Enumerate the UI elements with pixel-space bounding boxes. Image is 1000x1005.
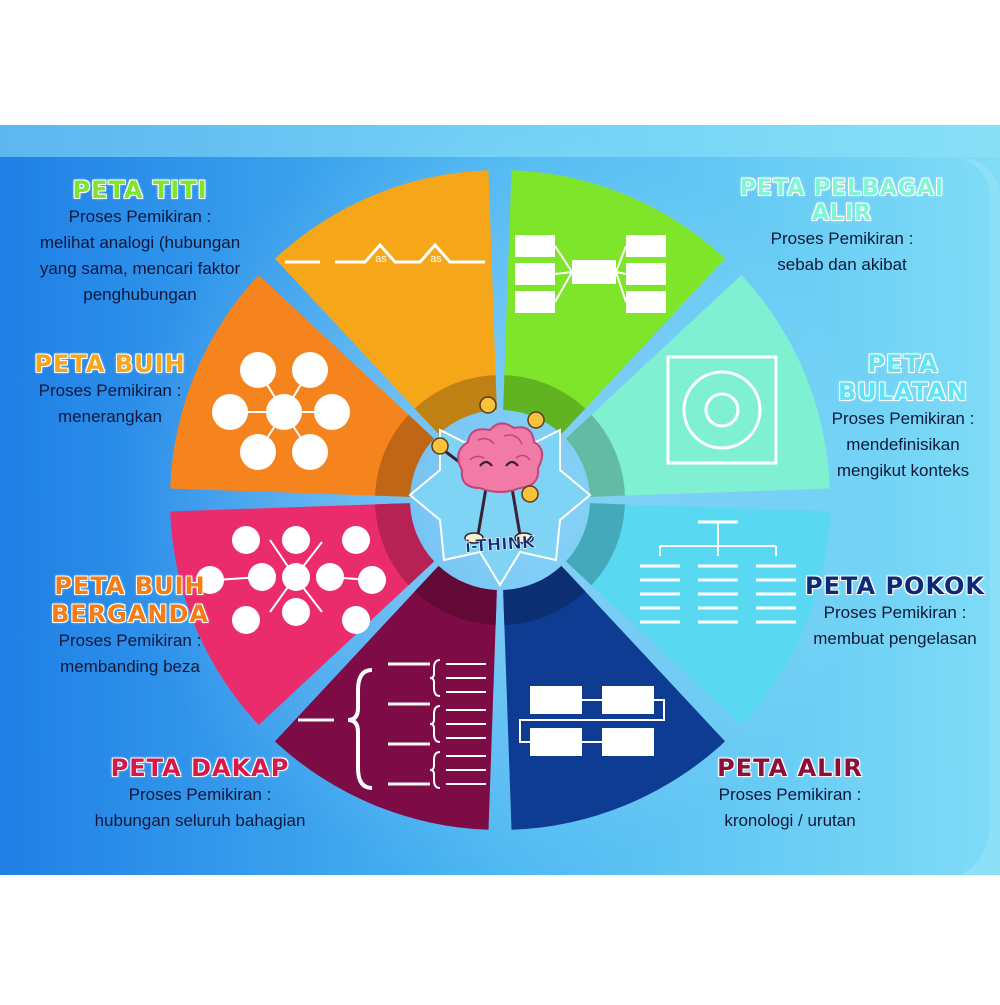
title-peta-buih-berganda-2: BERGANDA <box>50 600 210 628</box>
segment-inner-titi <box>503 375 586 435</box>
subtitle-peta-dakap: Proses Pemikiran : <box>128 785 272 804</box>
title-peta-dakap: PETA DAKAP <box>110 754 290 782</box>
subtitle-peta-bulatan: Proses Pemikiran : <box>831 409 975 428</box>
tree-map-icon <box>640 520 796 624</box>
label-peta-pokok: PETA POKOK Proses Pemikiran : membuat pe… <box>790 572 1000 652</box>
title-peta-alir: PETA ALIR <box>717 754 863 782</box>
title-peta-pelbagai-alir: PETA PELBAGAI ALIR <box>739 176 945 226</box>
label-peta-bulatan: PETA BULATAN Proses Pemikiran : mendefin… <box>808 350 998 484</box>
background-right-curve <box>955 157 1000 875</box>
desc-peta-pelbagai-alir: sebab dan akibat <box>777 255 907 274</box>
subtitle-peta-titi: Proses Pemikiran : <box>68 207 212 226</box>
desc-peta-alir: kronologi / urutan <box>724 811 856 830</box>
bridge-map-as-label: as <box>430 253 442 265</box>
segment-inner-pokok <box>503 565 586 625</box>
bridge-map-icon: as as <box>285 242 485 265</box>
desc-peta-pokok: membuat pengelasan <box>813 629 977 648</box>
segment-inner-buih <box>414 375 497 435</box>
flow-map-icon <box>519 686 665 756</box>
desc-peta-titi-1: melihat analogi (hubungan <box>39 233 241 252</box>
desc-peta-bulatan-1: mendefinisikan <box>846 435 960 454</box>
segment-titi <box>503 170 726 431</box>
title-peta-pokok: PETA POKOK <box>805 572 985 600</box>
subtitle-peta-pelbagai-alir: Proses Pemikiran : <box>770 229 914 248</box>
segment-bulatan <box>569 503 830 726</box>
label-peta-buih-berganda: PETA BUIH BERGANDA Proses Pemikiran : me… <box>30 572 230 680</box>
lightbulb-icon <box>431 396 545 503</box>
circle-map-icon <box>666 355 778 465</box>
desc-peta-titi-3: penghubungan <box>83 285 197 304</box>
segment-inner-bulatan <box>565 503 625 586</box>
desc-peta-bulatan-2: mengikut konteks <box>836 461 970 480</box>
subtitle-peta-buih: Proses Pemikiran : <box>38 381 182 400</box>
segment-inner-alir <box>414 565 497 625</box>
title-peta-titi: PETA TITI <box>72 176 208 204</box>
center-star-shape <box>408 428 592 587</box>
label-peta-dakap: PETA DAKAP Proses Pemikiran : hubungan s… <box>60 754 340 834</box>
label-peta-titi: PETA TITI Proses Pemikiran : melihat ana… <box>10 176 270 308</box>
segment-pelbagai <box>569 274 830 497</box>
desc-peta-buih-berganda: membanding beza <box>60 657 200 676</box>
subtitle-peta-buih-berganda: Proses Pemikiran : <box>58 631 202 650</box>
double-bubble-map-icon <box>196 526 386 634</box>
segment-inner-pelbagai <box>565 414 625 497</box>
bubble-map-icon <box>212 352 350 470</box>
desc-peta-titi-2: yang sama, mencari faktor <box>39 259 241 278</box>
segment-inner-dakap <box>375 503 435 586</box>
label-peta-pelbagai-alir: PETA PELBAGAI ALIR Proses Pemikiran : se… <box>716 176 968 278</box>
desc-peta-dakap: hubungan seluruh bahagian <box>94 811 306 830</box>
bridge-map-as-label: as <box>375 253 387 265</box>
title-peta-buih-berganda-1: PETA BUIH <box>54 572 206 600</box>
segment-alir <box>274 569 497 830</box>
desc-peta-buih: menerangkan <box>58 407 162 426</box>
subtitle-peta-pokok: Proses Pemikiran : <box>823 603 967 622</box>
segment-buih <box>274 170 497 431</box>
center-logo-text: i-THINK <box>464 533 536 558</box>
subtitle-peta-alir: Proses Pemikiran : <box>718 785 862 804</box>
label-peta-buih: PETA BUIH Proses Pemikiran : menerangkan <box>10 350 210 430</box>
brain-mascot-icon <box>431 396 545 544</box>
title-peta-bulatan: PETA BULATAN <box>838 350 968 406</box>
label-peta-alir: PETA ALIR Proses Pemikiran : kronologi /… <box>690 754 890 834</box>
multi-flow-map-icon <box>515 235 666 313</box>
segment-inner-berganda <box>375 414 435 497</box>
brace-map-icon <box>298 659 486 790</box>
title-peta-buih: PETA BUIH <box>34 350 186 378</box>
